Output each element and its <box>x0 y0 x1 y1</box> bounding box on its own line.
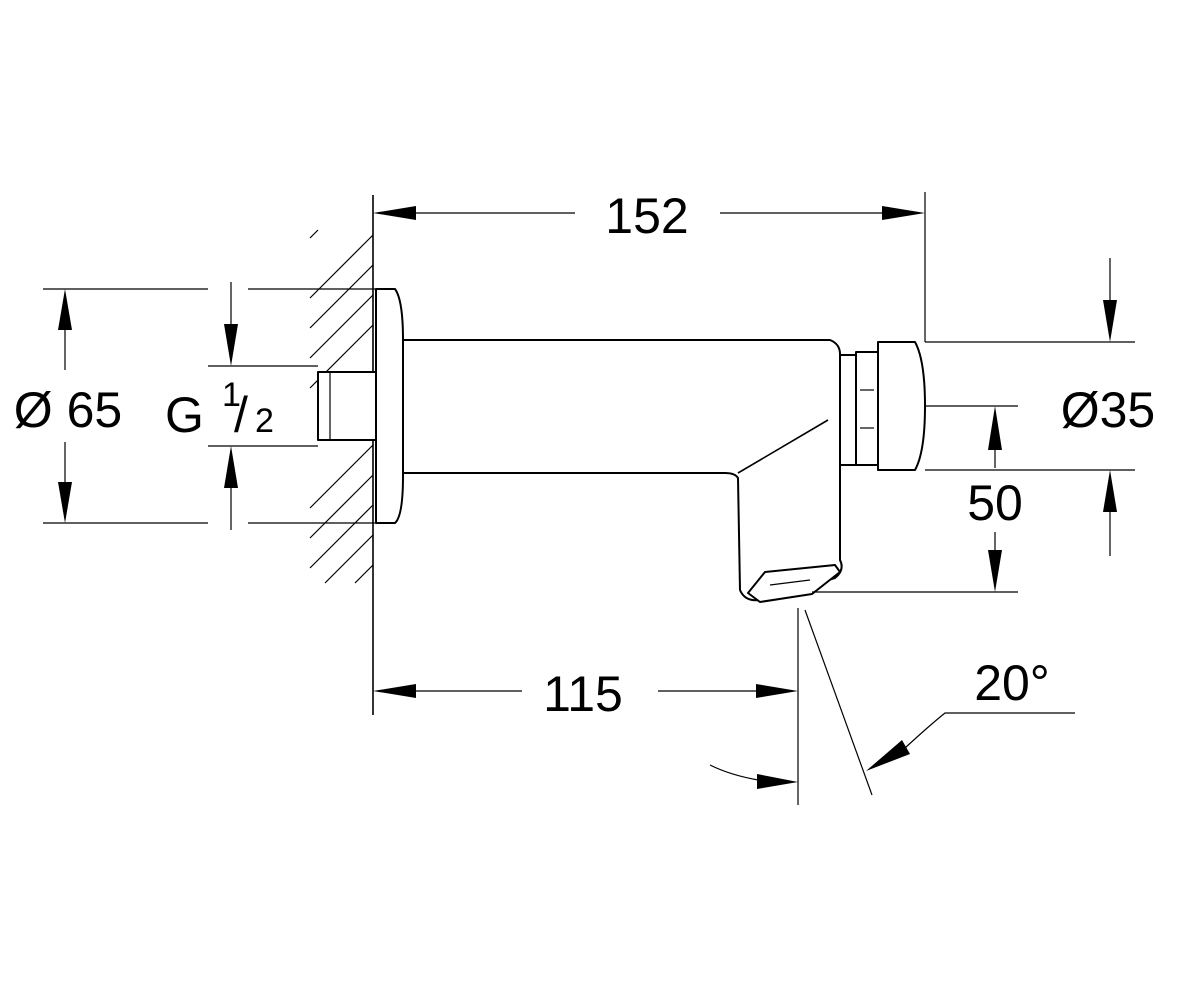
dimension-label-20-degrees: 20° <box>974 655 1050 711</box>
arrow-left <box>373 206 416 220</box>
arrow-right <box>882 206 925 220</box>
tap-body <box>402 339 843 602</box>
thread-slash: / <box>234 387 248 443</box>
dimension-label-115: 115 <box>543 666 623 722</box>
outlet-nozzle <box>747 564 841 603</box>
push-button <box>877 341 926 471</box>
wall <box>309 195 374 715</box>
thread-pipe <box>317 371 377 441</box>
push-button-cap <box>839 341 926 471</box>
dimension-label-50: 50 <box>967 475 1023 531</box>
thread-prefix: G <box>165 387 204 443</box>
thread-label: G <box>165 387 204 443</box>
thread-numerator: 1 <box>222 376 241 414</box>
dimension-overall-length: 152 <box>373 188 926 342</box>
dimension-label-diameter-65: Ø 65 <box>14 382 122 438</box>
dimension-label-diameter-35: Ø35 <box>1061 382 1156 438</box>
body-edge-line <box>737 419 829 474</box>
spray-direction-line <box>804 609 873 796</box>
dimension-spout-length: 115 <box>373 608 799 805</box>
dimension-spray-angle: 20° <box>709 609 1075 796</box>
wall-hatching <box>309 229 374 584</box>
dimension-button-diameter: Ø35 <box>925 258 1155 556</box>
dimension-thread: G 1 / 2 <box>165 282 318 530</box>
dimension-outlet-height: 50 <box>812 405 1023 593</box>
thread-connector <box>317 371 377 441</box>
wall-flange <box>375 288 404 524</box>
dimension-flange-diameter: Ø 65 <box>14 288 376 524</box>
thread-denominator: 2 <box>255 402 274 440</box>
dimension-label-152: 152 <box>605 188 688 244</box>
button-collar <box>839 354 857 466</box>
